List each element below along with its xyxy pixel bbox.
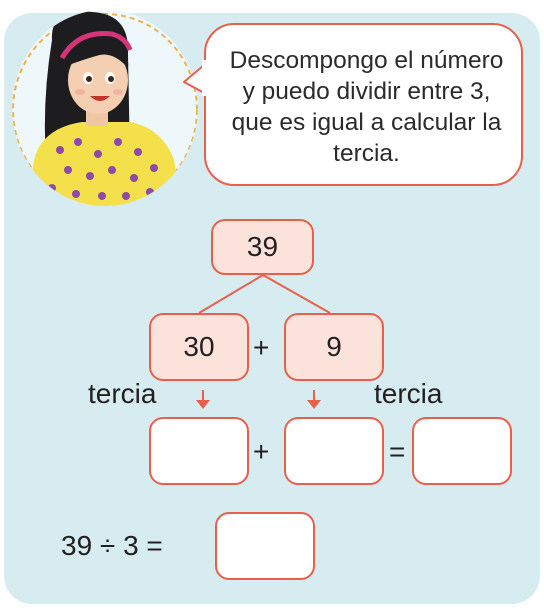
part-b-number: 9 [326,331,342,362]
equals-sign: = [389,436,406,467]
girl-illustration-icon [12,10,198,206]
label-tercia-left: tercia [88,378,157,409]
answer-box-quotient[interactable] [215,512,315,580]
label-tercia-right: tercia [374,378,443,409]
part-b-box: 9 [284,313,384,381]
girl-avatar [12,10,198,206]
total-number: 39 [246,231,279,262]
answer-box-tercia-b[interactable] [284,417,384,485]
part-a-number: 30 [183,331,215,362]
total-number-box: 39 [211,219,314,275]
speech-bubble: Descompongo el número y puedo dividir en… [204,23,523,186]
answer-box-tercia-a[interactable] [149,417,249,485]
division-equation: 39 ÷ 3 = [61,530,163,561]
answer-box-sum[interactable] [412,417,512,485]
plus-sign-bottom: + [253,436,270,467]
speech-bubble-tail-join [202,60,210,96]
speech-bubble-text: Descompongo el número y puedo dividir en… [229,46,504,167]
part-a-box: 30 [149,313,249,381]
plus-sign-top: + [253,332,270,363]
